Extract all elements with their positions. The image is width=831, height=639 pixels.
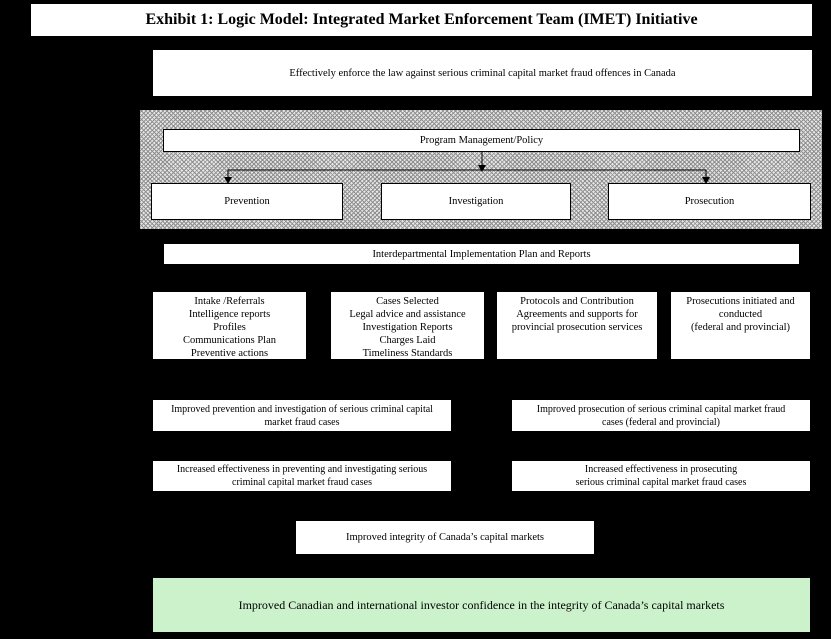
intermediate-outcome-prosecution-box: Increased effectiveness in prosecuting s… <box>511 460 811 492</box>
outputs-protocols-box: Protocols and Contribution Agreements an… <box>496 291 658 360</box>
arrowhead-down-icon <box>702 177 710 184</box>
outcome-line: Increased effectiveness in preventing an… <box>176 464 428 475</box>
output-line: Intake /Referrals <box>194 296 265 307</box>
output-line: Communications Plan <box>182 335 277 346</box>
outputs-prevention-box: Intake /Referrals Intelligence reports P… <box>152 291 307 360</box>
arrowhead-down-icon <box>224 177 232 184</box>
outcome-line: Improved prosecution of serious criminal… <box>536 403 786 415</box>
outcome-line: serious criminal capital market fraud ca… <box>575 477 747 488</box>
outcome-line: Increased effectiveness in prosecuting <box>584 464 738 475</box>
output-line: (federal and provincial) <box>690 322 791 333</box>
ultimate-outcome-box: Improved Canadian and international inve… <box>152 577 811 633</box>
outputs-prosecutions-box: Prosecutions initiated and conducted (fe… <box>670 291 811 360</box>
final-outcome-box: Improved integrity of Canada’s capital m… <box>295 520 595 555</box>
prosecution-box: Prosecution <box>608 183 811 220</box>
output-line: Legal advice and assistance <box>349 309 466 320</box>
output-line: Profiles <box>213 322 246 333</box>
output-line: Investigation Reports <box>362 322 453 333</box>
output-line: Protocols and Contribution <box>520 296 634 307</box>
output-line: provincial prosecution services <box>511 322 643 333</box>
output-line: Prosecutions initiated and <box>686 296 795 307</box>
output-line: Timeliness Standards <box>362 348 453 359</box>
outcome-line: Improved prevention and investigation of… <box>171 403 433 415</box>
arrowhead-down-icon <box>478 165 486 172</box>
intermediate-outcome-prevention-box: Increased effectiveness in preventing an… <box>152 460 452 492</box>
implementation-plan-bar: Interdepartmental Implementation Plan an… <box>163 243 800 265</box>
output-line: Charges Laid <box>379 335 436 346</box>
outcome-line: market fraud cases <box>264 416 340 428</box>
outcome-line: criminal capital market fraud cases <box>232 477 372 488</box>
output-line: Cases Selected <box>376 296 439 307</box>
flow-arrows <box>224 152 710 184</box>
activities-region: Program Management/Policy Prevention Inv… <box>140 110 822 229</box>
immediate-outcome-prevention-box: Improved prevention and investigation of… <box>152 399 452 432</box>
investigation-box: Investigation <box>381 183 571 220</box>
output-line: Preventive actions <box>190 348 269 359</box>
prevention-box: Prevention <box>151 183 343 220</box>
immediate-outcome-prosecution-box: Improved prosecution of serious criminal… <box>511 399 811 432</box>
program-management-bar: Program Management/Policy <box>163 129 800 152</box>
outputs-investigation-box: Cases Selected Legal advice and assistan… <box>330 291 485 360</box>
exhibit-title: Exhibit 1: Logic Model: Integrated Marke… <box>30 3 813 37</box>
objective-box: Effectively enforce the law against seri… <box>152 49 813 97</box>
outcome-line: cases (federal and provincial) <box>602 416 720 428</box>
output-line: conducted <box>718 309 763 320</box>
output-line: Agreements and supports for <box>516 309 638 320</box>
output-line: Intelligence reports <box>188 309 271 320</box>
